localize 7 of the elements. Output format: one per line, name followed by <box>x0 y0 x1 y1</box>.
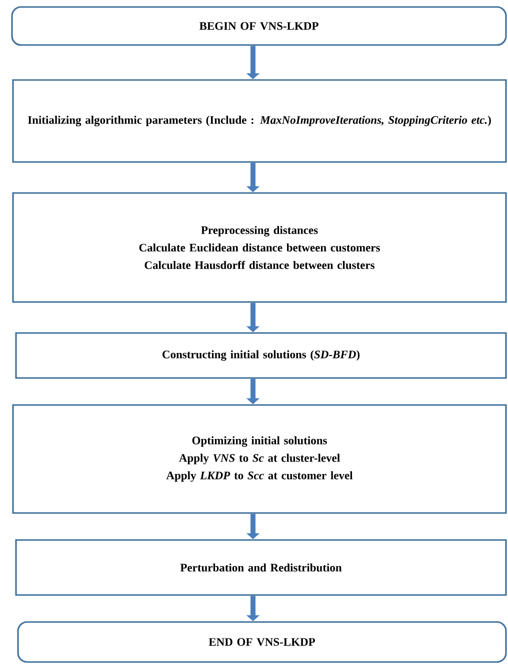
terminal-box: END OF VNS-LKDP <box>17 621 507 663</box>
process-box: Preprocessing distances Calculate Euclidean distance between customers Calculate Hausdorff distance between clusters <box>12 192 507 303</box>
process-box: Perturbation and Redistribution <box>15 539 507 596</box>
terminal-box: BEGIN OF VNS-LKDP <box>11 6 507 46</box>
process-box: Optimizing initial solutions Apply VNS to Sc at cluster-level Apply LKDP to Scc at customer level <box>12 404 507 514</box>
process-box: Constructing initial solutions (SD-BFD) <box>15 332 507 379</box>
process-box: Initializing algorithmic parameters (Include : MaxNoImproveIterations, StoppingCriterio etc.) <box>12 79 507 163</box>
